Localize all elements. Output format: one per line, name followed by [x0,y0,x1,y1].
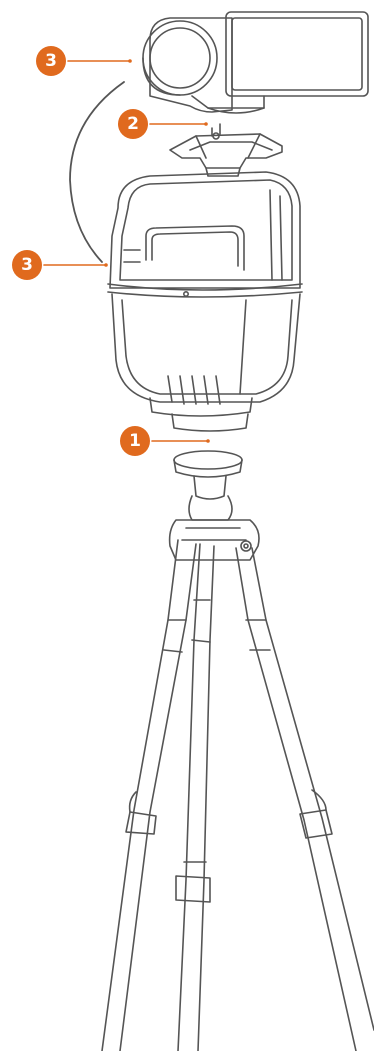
callout-badge-3-camera: 3 [36,46,66,76]
callout-badge-2-mount-clamp: 2 [118,109,148,139]
camcorder-icon [143,12,368,113]
callout-badge-1-tripod-plate: 1 [120,426,150,456]
pan-tilt-head-icon [70,82,302,431]
tripod-icon [102,451,374,1051]
callout-badge-3-head-side: 3 [12,250,42,280]
